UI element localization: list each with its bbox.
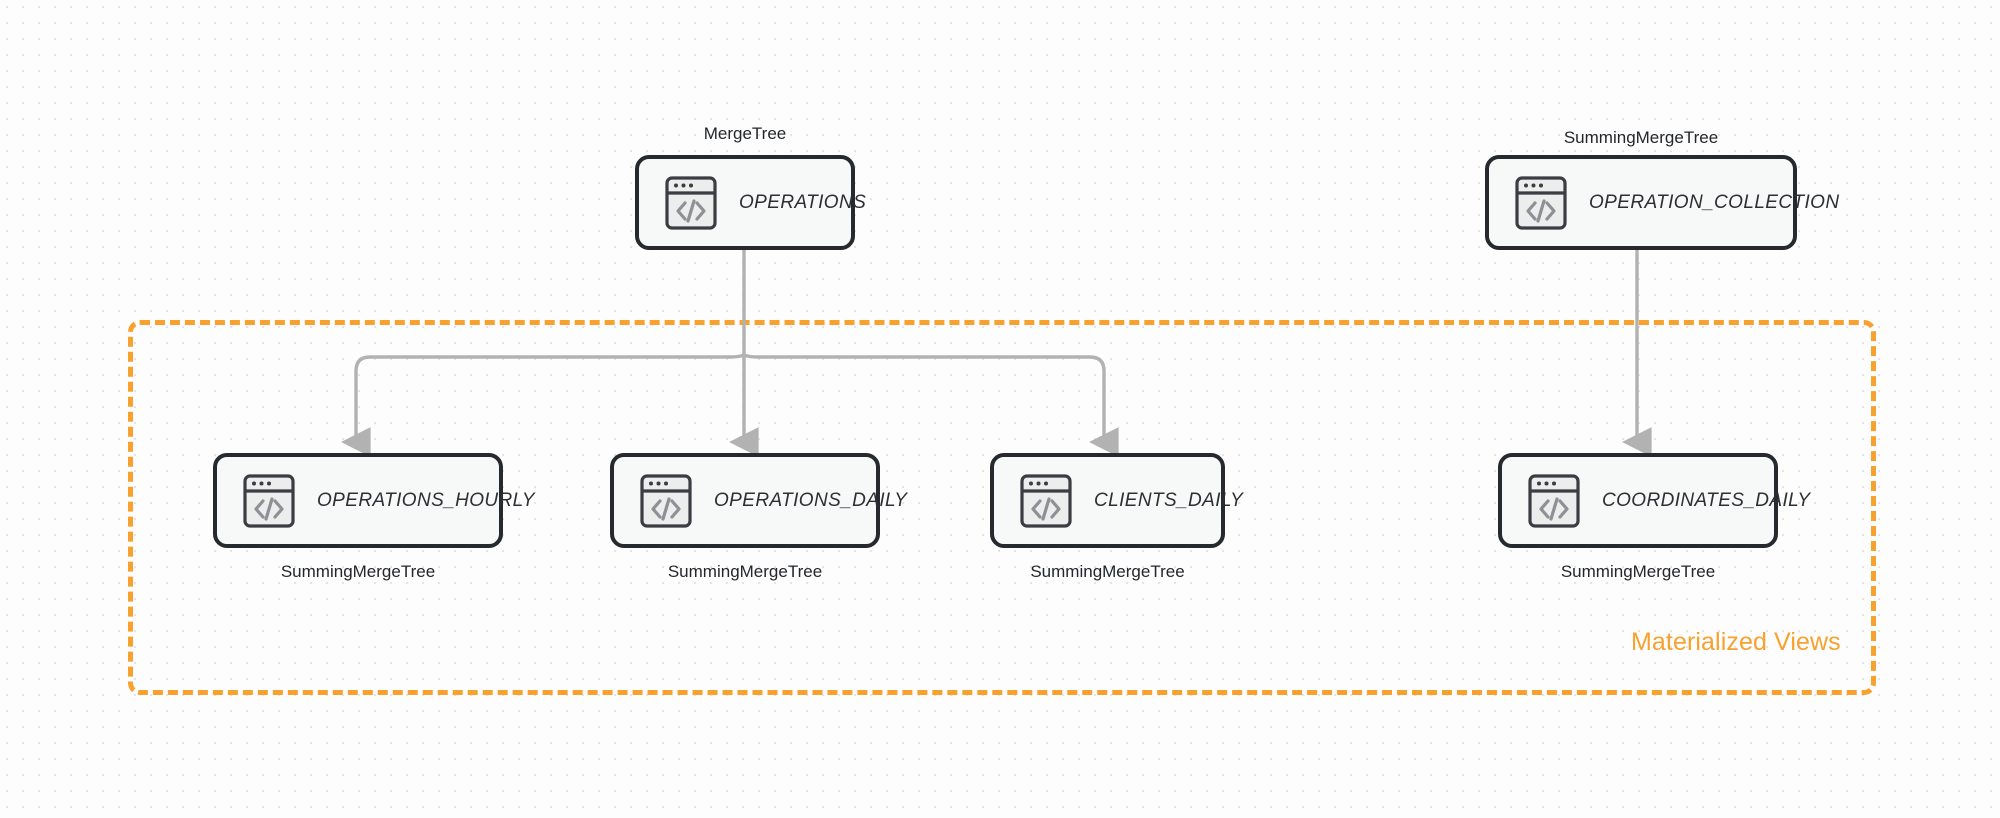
engine-label-clients-daily: SummingMergeTree <box>1030 562 1185 581</box>
engine-label-operations-daily: SummingMergeTree <box>667 562 823 581</box>
node-title: OPERATIONS_HOURLY <box>317 489 535 511</box>
code-window-icon <box>1528 473 1580 528</box>
node-operation-collection[interactable]: OPERATION_COLLECTION <box>1485 155 1839 250</box>
code-window-icon <box>640 473 692 528</box>
node-clients-daily[interactable]: CLIENTS_DAILY <box>990 453 1243 548</box>
node-title: COORDINATES_DAILY <box>1602 489 1811 511</box>
code-window-icon <box>243 473 295 528</box>
code-window-icon <box>665 175 717 230</box>
node-operations-daily[interactable]: OPERATIONS_DAILY <box>610 453 907 548</box>
code-window-icon <box>1020 473 1072 528</box>
node-operations[interactable]: OPERATIONS <box>635 155 866 250</box>
engine-label-operation-collection: SummingMergeTree <box>1563 128 1719 147</box>
node-operations-hourly[interactable]: OPERATIONS_HOURLY <box>213 453 535 548</box>
node-coordinates-daily[interactable]: COORDINATES_DAILY <box>1498 453 1810 548</box>
materialized-views-group <box>128 320 1876 695</box>
node-title: OPERATIONS_DAILY <box>714 489 908 511</box>
node-title: CLIENTS_DAILY <box>1094 489 1244 511</box>
node-title: OPERATIONS <box>739 191 867 213</box>
engine-label-operations: MergeTree <box>703 124 787 143</box>
engine-label-coordinates-daily: SummingMergeTree <box>1560 562 1716 581</box>
code-window-icon <box>1515 175 1567 230</box>
engine-label-operations-hourly: SummingMergeTree <box>280 562 436 581</box>
materialized-views-label: Materialized Views <box>1631 628 1841 656</box>
node-title: OPERATION_COLLECTION <box>1589 191 1840 213</box>
